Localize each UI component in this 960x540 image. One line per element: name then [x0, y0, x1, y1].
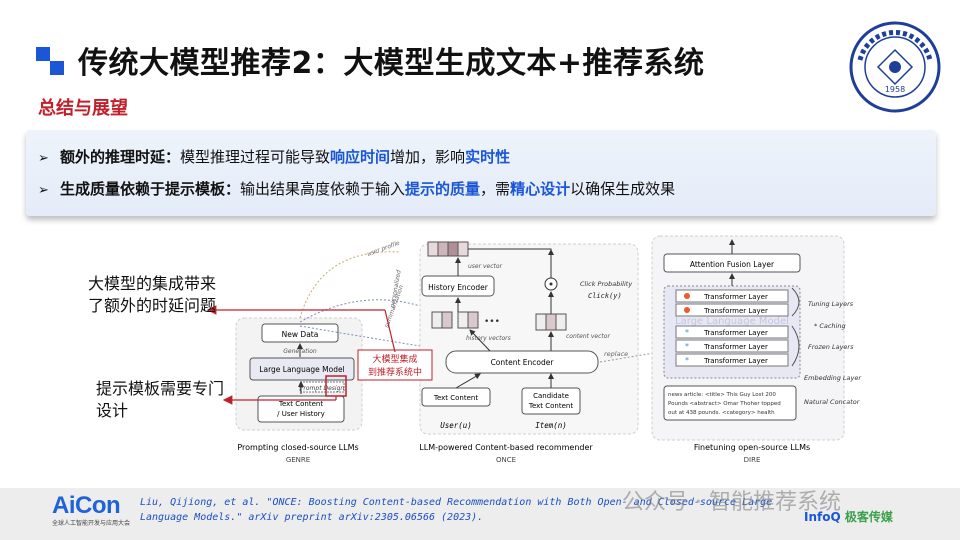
summary-item-latency: ➢额外的推理时延：模型推理过程可能导致响应时间增加，影响实时性 [38, 148, 511, 166]
once-replace: replace [604, 350, 628, 358]
dire-attention: Attention Fusion Layer [690, 260, 775, 269]
callout-prompt: 提示模板需要专门设计 [96, 379, 225, 420]
once-user-profile: user profile [366, 240, 401, 258]
snowflake-icon-2: * [685, 342, 689, 351]
genre-new-data: New Data [282, 330, 319, 339]
fire-icon-2 [684, 307, 690, 313]
once-sub: ONCE [496, 456, 516, 464]
dire-news-3: out at 438 pounds. <category> health [668, 410, 775, 416]
genre-user-history: / User History [277, 410, 325, 418]
once-user-vector: user vector [468, 263, 503, 270]
page-title: 传统大模型推荐2：大模型生成文本+推荐系统 [78, 46, 705, 81]
once-click-prob: Click Probability [580, 280, 632, 288]
dire-transformer-3: Transformer Layer [703, 329, 768, 337]
once-history-vectors: history vectors [466, 335, 511, 342]
genre-text-content: Text Content [278, 400, 323, 408]
bullet-arrow-icon: ➢ [38, 151, 49, 166]
genre-prompt-design: Prompt Design [300, 385, 345, 392]
aicon-sub: 全球人工智能开发与应用大会 [52, 520, 131, 527]
once-content-encoder: Content Encoder [491, 358, 555, 367]
dire-transformer-1: Transformer Layer [703, 293, 768, 301]
title-marker-2 [50, 61, 64, 75]
snowflake-icon-1: * [685, 328, 689, 337]
once-candidate-text: Text Content [528, 402, 573, 410]
genre-llm: Large Language Model [259, 365, 344, 374]
footer-bar [0, 488, 960, 540]
dire-transformer-2: Transformer Layer [703, 307, 768, 315]
bullet-arrow-icon: ➢ [38, 183, 49, 198]
svg-text:•••: ••• [484, 317, 500, 327]
genre-caption: Prompting closed-source LLMs [237, 443, 358, 452]
dire-tuning: Tuning Layers [808, 300, 854, 308]
summary-box [26, 130, 936, 216]
genre-panel: New Data Generation Large Language Model… [235, 317, 363, 464]
section-label: 总结与展望 [38, 98, 128, 119]
dire-caption: Finetuning open-source LLMs [694, 443, 810, 452]
dire-transformer-4: Transformer Layer [703, 343, 768, 351]
once-user-u: User(u) [440, 421, 472, 430]
once-panel: user vector History Encoder ••• history … [357, 241, 639, 464]
infoq-brand: InfoQ [804, 510, 841, 524]
dire-frozen: Frozen Layers [808, 343, 854, 351]
citation: Liu, Qijiong, et al. "ONCE: Boosting Con… [140, 497, 773, 523]
once-content-vector: content vector [566, 333, 610, 340]
dire-sub: DIRE [744, 456, 761, 464]
fire-icon-1 [684, 293, 690, 299]
infoq-logo: InfoQ 极客传媒 [804, 508, 893, 525]
genre-sub: GENRE [286, 456, 310, 464]
geek-brand: 极客传媒 [844, 510, 893, 524]
dire-panel: Attention Fusion Layer Large Language Mo… [651, 235, 862, 464]
dire-llm-watermark: Large Language Model [675, 316, 789, 327]
dire-transformer-5: Transformer Layer [703, 357, 768, 365]
genre-generation: Generation [283, 348, 317, 355]
dire-natural: Natural Concator [804, 398, 861, 406]
once-annotation-1: 大模型集成 [372, 353, 417, 365]
title-marker [36, 47, 50, 61]
aicon-brand: AiCon [52, 492, 121, 519]
aicon-logo: AiCon 全球人工智能开发与应用大会 [52, 492, 130, 527]
dire-caching: * Caching [814, 322, 846, 330]
once-caption: LLM-powered Content-based recommender [419, 443, 593, 452]
snowflake-icon-3: * [685, 356, 689, 365]
architecture-diagram: New Data Generation Large Language Model… [206, 235, 862, 464]
watermark-text: 公众号 · 智能推荐系统 [622, 490, 841, 515]
once-history-encoder: History Encoder [428, 283, 489, 292]
once-text-content: Text Content [433, 394, 478, 402]
once-candidate: Candidate [533, 392, 569, 400]
dire-news-1: news article: <title> This Guy Lost 200 [668, 392, 776, 398]
dire-embedding: Embedding Layer [804, 374, 862, 382]
once-item-n: Item(n) [535, 421, 567, 430]
dire-news-2: Pounds <abstract> Omar Thoher topped [668, 401, 781, 407]
once-annotation-2: 到推荐系统中 [368, 366, 422, 378]
once-click-fn: Click(y) [588, 292, 622, 300]
university-seal-icon: 1958 [849, 21, 941, 113]
callout-latency: 大模型的集成带来了额外的时延问题 [88, 274, 217, 315]
summary-item-prompt: ➢生成质量依赖于提示模板：输出结果高度依赖于输入提示的质量，需精心设计以确保生成… [38, 180, 676, 198]
seal-year: 1958 [885, 85, 905, 94]
